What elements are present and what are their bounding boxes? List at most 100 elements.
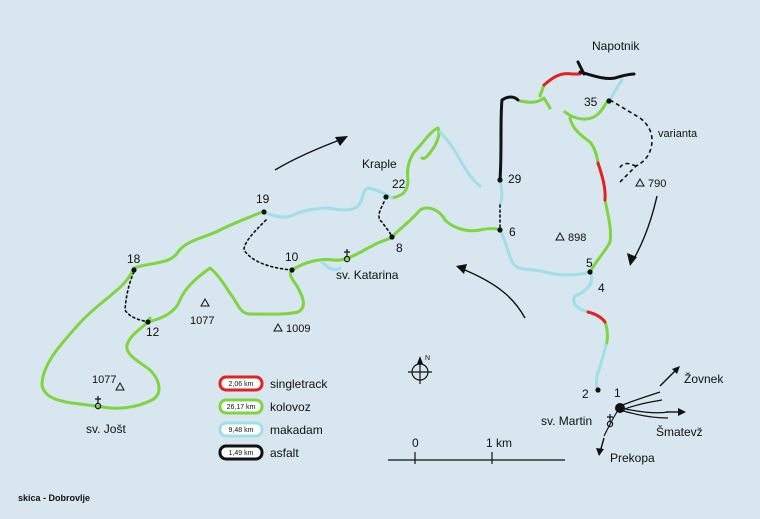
waypoint-dot-5	[587, 269, 593, 275]
waypoint-label-8: 8	[396, 241, 403, 255]
compass: N	[408, 355, 432, 384]
route-east-red	[596, 161, 607, 202]
connector-18-12	[124, 271, 149, 323]
place-label-prekopa: Prekopa	[610, 451, 655, 465]
peak-triangle-1077b	[115, 381, 125, 391]
legend-item-makadam: 9,48 km makadam	[218, 421, 323, 438]
waypoint-label-12: 12	[146, 325, 160, 339]
legend-km-kolovoz: 26,17 km	[227, 404, 256, 411]
peak-triangle-1009	[273, 322, 283, 332]
route-napotnik-red	[542, 72, 582, 87]
waypoint-label-18: 18	[127, 252, 141, 266]
map-title: skica - Dobrovlje	[18, 493, 90, 503]
church-icon-jost	[94, 396, 102, 410]
route-napotnik-asfalt	[578, 70, 636, 80]
legend-km-singletrack: 2,06 km	[229, 381, 254, 388]
direction-arrow-sw	[459, 267, 526, 319]
varianta-branch	[617, 162, 637, 171]
direction-arrow-ne	[631, 195, 658, 263]
legend-label-singletrack: singletrack	[270, 377, 328, 391]
place-label-zovnek: Žovnek	[684, 371, 724, 386]
scale-bar	[388, 452, 565, 464]
scale-zero-label: 0	[412, 436, 419, 450]
waypoint-dot-8	[389, 234, 395, 240]
compass-n-label: N	[425, 355, 430, 362]
route-19-22	[260, 186, 394, 219]
legend-km-asfalt: 1,49 km	[229, 450, 254, 457]
waypoint-dot-19	[261, 209, 267, 215]
route-napotnik-a	[518, 96, 552, 110]
route-to-2	[594, 343, 608, 392]
legend: 2,06 km singletrack 26,17 km kolovoz 9,4…	[218, 375, 328, 461]
church-symbols	[94, 249, 614, 428]
waypoint-label-10: 10	[285, 250, 299, 264]
legend-label-makadam: makadam	[270, 423, 323, 437]
route-napotnik-asfalt-b	[576, 60, 586, 76]
waypoint-label-1: 1	[614, 386, 621, 400]
route-east-b	[588, 198, 612, 274]
waypoint-dot-18	[131, 267, 137, 273]
route-6-5	[498, 228, 592, 277]
route-29-6	[498, 178, 504, 207]
legend-label-kolovoz: kolovoz	[270, 400, 311, 414]
waypoint-dot-12	[145, 319, 151, 325]
waypoint-label-6: 6	[509, 225, 516, 239]
route-south-red	[586, 310, 607, 324]
legend-item-kolovoz: 26,17 km kolovoz	[218, 398, 311, 415]
legend-km-makadam: 9,48 km	[229, 427, 254, 434]
route-kraple-branch	[438, 130, 482, 188]
compass-north-arrow	[417, 356, 423, 364]
route-napotnik-b	[538, 83, 546, 98]
start-junction	[603, 391, 669, 437]
waypoint-label-2: 2	[582, 387, 589, 401]
dotted-connectors	[124, 201, 501, 323]
place-label-napotnik: Napotnik	[592, 39, 640, 53]
waypoint-label-19: 19	[256, 192, 270, 206]
arrow-heads	[335, 136, 686, 456]
waypoint-label-35: 35	[584, 95, 598, 109]
peak-label-1009: 1009	[286, 323, 310, 335]
waypoint-label-4: 4	[598, 281, 605, 295]
waypoint-dot-2	[595, 387, 601, 393]
peak-triangle-790	[635, 177, 645, 187]
scale-one-label: 1 km	[486, 436, 512, 450]
route-29-asfalt	[498, 95, 520, 182]
waypoint-dot-35	[606, 98, 612, 104]
peak-triangle-898	[555, 231, 565, 241]
church-icon-katarina	[343, 249, 351, 263]
route-10-8	[290, 206, 502, 272]
peak-label-1077b: 1077	[92, 374, 116, 386]
waypoint-label-29: 29	[508, 172, 522, 186]
waypoint-dot-6	[497, 227, 503, 233]
waypoint-dot-22	[383, 194, 389, 200]
waypoint-dot-29	[497, 177, 503, 183]
waypoint-dot-10	[289, 267, 295, 273]
peak-label-898: 898	[568, 232, 586, 244]
peak-markers	[115, 177, 645, 391]
route-12-loop	[146, 266, 305, 324]
place-label-sv-martin: sv. Martin	[541, 414, 592, 428]
legend-label-asfalt: asfalt	[270, 446, 299, 460]
route-35-up	[608, 78, 624, 102]
singletrack-routes	[542, 72, 607, 324]
makadam-routes	[260, 78, 624, 392]
peak-label-790: 790	[648, 178, 666, 190]
waypoint-label-5: 5	[586, 256, 593, 270]
varianta-path	[609, 99, 653, 183]
kolovoz-routes	[40, 83, 612, 410]
route-5-4	[572, 270, 594, 314]
connector-22-8	[378, 201, 393, 238]
peak-triangle-1077a	[200, 297, 210, 307]
church-icon-martin	[606, 414, 614, 428]
route-kraple	[390, 126, 441, 200]
start-dot	[615, 403, 625, 413]
route-8-katarina	[320, 260, 342, 272]
legend-item-singletrack: 2,06 km singletrack	[218, 375, 328, 392]
place-label-sv-jost: sv. Jošt	[86, 422, 126, 436]
waypoint-label-22: 22	[392, 177, 406, 191]
place-label-sv-katarina: sv. Katarina	[336, 268, 399, 282]
asfalt-routes	[498, 60, 636, 182]
legend-item-asfalt: 1,49 km asfalt	[218, 444, 299, 461]
waypoint-dots	[131, 98, 612, 393]
